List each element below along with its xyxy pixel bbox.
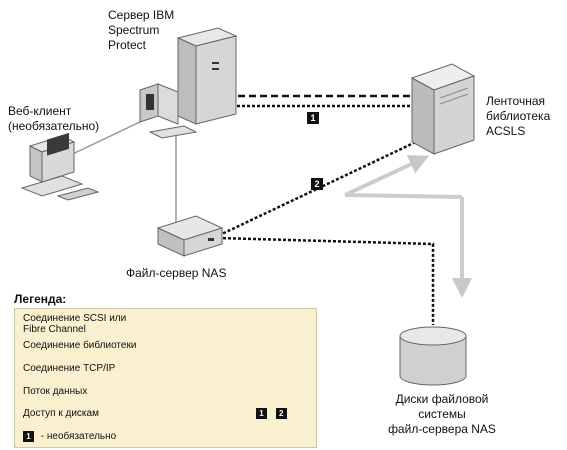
web-client-label: Веб-клиент(необязательно) <box>8 104 100 133</box>
legend-title: Легенда: <box>14 292 67 306</box>
tape-library-icon <box>410 63 476 155</box>
nas-server-icon <box>156 215 224 257</box>
badge-1: 1 <box>307 112 319 124</box>
legend-badge-1: 1 <box>256 408 267 419</box>
legend-optional-row: 1 - необязательно <box>23 431 116 442</box>
legend-badge-2: 2 <box>275 408 287 419</box>
legend-optional-badge: 1 <box>23 431 34 442</box>
server-console-icon <box>139 83 198 139</box>
badge-2: 2 <box>311 178 323 190</box>
tcpip-connections <box>59 120 177 232</box>
svg-text:2: 2 <box>314 179 319 189</box>
legend-dataflow-label: Поток данных <box>23 386 88 397</box>
legend-tcpip-label: Соединение TCP/IP <box>23 363 116 374</box>
legend-optional-label: - необязательно <box>40 431 117 442</box>
legend-disk-badges: 1 2 <box>256 408 287 419</box>
disk-storage-icon <box>399 326 467 386</box>
legend-library-label: Соединение библиотеки <box>23 340 137 351</box>
legend-disk-access-label: Доступ к дискам <box>23 408 99 419</box>
scsi-connections <box>204 104 435 325</box>
nas-server-label: Файл-сервер NAS <box>126 266 227 280</box>
data-flow-arrows <box>344 155 472 298</box>
server-icon <box>176 27 238 125</box>
svg-text:1: 1 <box>310 113 315 123</box>
web-client-icon <box>20 132 100 201</box>
